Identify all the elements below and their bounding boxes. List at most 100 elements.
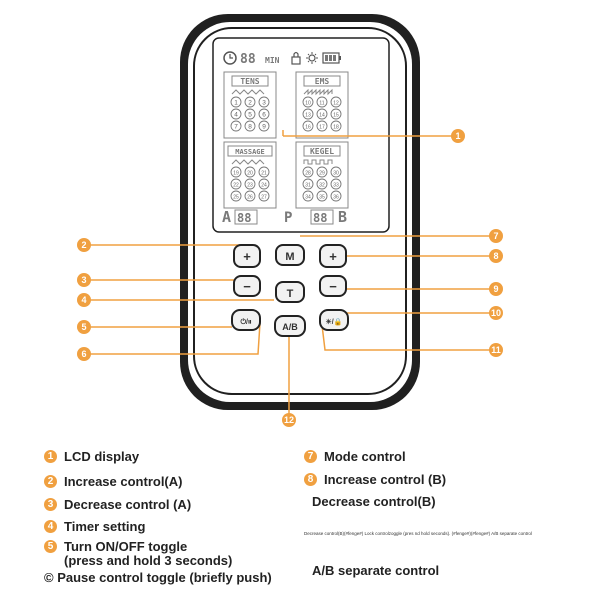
panel-program-number: 28 — [302, 166, 314, 178]
legend-item-6: © Pause control toggle (briefly push) — [44, 570, 272, 585]
legend-label: Timer setting — [64, 519, 146, 534]
svg-text:27: 27 — [261, 194, 267, 200]
svg-text:11: 11 — [319, 100, 324, 106]
svg-text:21: 21 — [261, 170, 267, 176]
panel-program-number: 26 — [244, 190, 256, 202]
svg-text:A/B: A/B — [282, 322, 298, 332]
svg-text:6: 6 — [81, 349, 86, 359]
legend-item-9: Decrease control(B) — [312, 494, 436, 509]
panel-program-number: 24 — [258, 178, 270, 190]
legend-item-3: 3 Decrease control (A) — [44, 497, 191, 512]
panel-program-number: 17 — [316, 120, 328, 132]
decrease-a-button[interactable]: − — [233, 275, 261, 297]
svg-text:13: 13 — [305, 112, 311, 118]
mode-button[interactable]: M — [275, 244, 305, 266]
svg-text:−: − — [243, 279, 251, 294]
panel-program-number: 13 — [302, 108, 314, 120]
panel-program-number: 33 — [330, 178, 342, 190]
svg-text:30: 30 — [333, 170, 339, 176]
timer-digits: 88 — [240, 52, 256, 67]
panel-program-number: 4 — [230, 108, 242, 120]
panel-program-number: 14 — [316, 108, 328, 120]
channel-a-label: A — [222, 208, 231, 226]
increase-a-button[interactable]: + — [233, 244, 261, 268]
clock-icon — [223, 51, 237, 65]
callout-badge-9: 9 — [489, 282, 503, 296]
svg-text:20: 20 — [247, 170, 253, 176]
callout-badge-5: 5 — [77, 320, 91, 334]
legend-item-5-note: (press and hold 3 seconds) — [64, 553, 232, 568]
svg-text:11: 11 — [491, 345, 501, 355]
lock-icon — [291, 51, 301, 65]
legend-label: © Pause control toggle (briefly push) — [44, 570, 272, 585]
panel-program-number: 5 — [244, 108, 256, 120]
increase-b-button[interactable]: + — [319, 244, 347, 268]
legend-badge: 4 — [44, 520, 57, 533]
legend-label: Decrease control(B) — [312, 494, 436, 509]
legend-label: Turn ON/OFF toggle — [64, 539, 188, 554]
panel-program-number: 30 — [330, 166, 342, 178]
legend-label: Increase control (B) — [324, 472, 447, 487]
legend-label: Mode control — [324, 449, 406, 464]
svg-text:17: 17 — [319, 124, 325, 130]
timer-button[interactable]: T — [275, 281, 305, 303]
panel-program-number: 25 — [230, 190, 242, 202]
svg-text:32: 32 — [319, 182, 325, 188]
panel-program-number: 23 — [244, 178, 256, 190]
panel-program-number: 36 — [330, 190, 342, 202]
svg-text:24: 24 — [261, 182, 267, 188]
legend-badge: 2 — [44, 475, 57, 488]
min-label: MIN — [265, 56, 280, 65]
svg-text:8: 8 — [493, 251, 498, 261]
callout-lines — [90, 130, 492, 416]
legend-item-12: A/B separate control — [312, 563, 439, 578]
panel-title: EMS — [315, 77, 330, 86]
legend-badge: 5 — [44, 540, 57, 553]
lcd-panel-ems: EMS — [295, 71, 349, 139]
panel-title: KEGEL — [310, 147, 334, 156]
channel-a-digits: 88 — [237, 211, 251, 225]
decrease-b-button[interactable]: − — [319, 275, 347, 297]
panel-program-number: 32 — [316, 178, 328, 190]
svg-text:33: 33 — [333, 182, 339, 188]
panel-program-number: 6 — [258, 108, 270, 120]
ab-button[interactable]: A/B — [274, 315, 306, 337]
svg-text:31: 31 — [305, 182, 311, 188]
battery-icon — [322, 52, 341, 64]
legend-label: Increase control(A) — [64, 474, 183, 489]
svg-text:7: 7 — [493, 231, 498, 241]
svg-text:☀/🔒: ☀/🔒 — [326, 318, 343, 326]
svg-text:22: 22 — [233, 182, 239, 188]
svg-text:25: 25 — [233, 194, 239, 200]
legend-item-8: 8 Increase control (B) — [304, 472, 446, 487]
callout-badge-8: 8 — [489, 249, 503, 263]
svg-text:+: + — [243, 249, 251, 264]
sun-icon — [306, 52, 318, 64]
legend-item-7: 7 Mode control — [304, 449, 406, 464]
panel-program-number: 29 — [316, 166, 328, 178]
device-bezel — [193, 27, 407, 395]
panel-program-number: 15 — [330, 108, 342, 120]
lcd-panel-massage: MASSAGE — [223, 141, 277, 209]
panel-program-number: 21 — [258, 166, 270, 178]
legend-badge: 3 — [44, 498, 57, 511]
program-label: P — [284, 210, 292, 226]
legend-item-5: 5 Turn ON/OFF toggle — [44, 539, 187, 554]
panel-program-number: 27 — [258, 190, 270, 202]
panel-program-number: 3 — [258, 96, 270, 108]
svg-text:16: 16 — [305, 124, 311, 130]
channel-b-digits: 88 — [313, 211, 327, 225]
channel-b-label: B — [338, 208, 347, 226]
light-lock-button[interactable]: ☀/🔒 — [319, 309, 349, 331]
callout-badge-1: 1 — [451, 129, 465, 143]
lcd-bottom-row: A 88 P 88 B — [222, 208, 347, 226]
svg-text:26: 26 — [247, 194, 253, 200]
power-pause-button[interactable]: ⏻/⏸ — [231, 309, 261, 331]
svg-text:M: M — [285, 251, 294, 263]
legend-item-2: 2 Increase control(A) — [44, 474, 182, 489]
svg-text:15: 15 — [333, 112, 339, 118]
legend-item-4: 4 Timer setting — [44, 519, 145, 534]
callout-badge-6: 6 — [77, 347, 91, 361]
